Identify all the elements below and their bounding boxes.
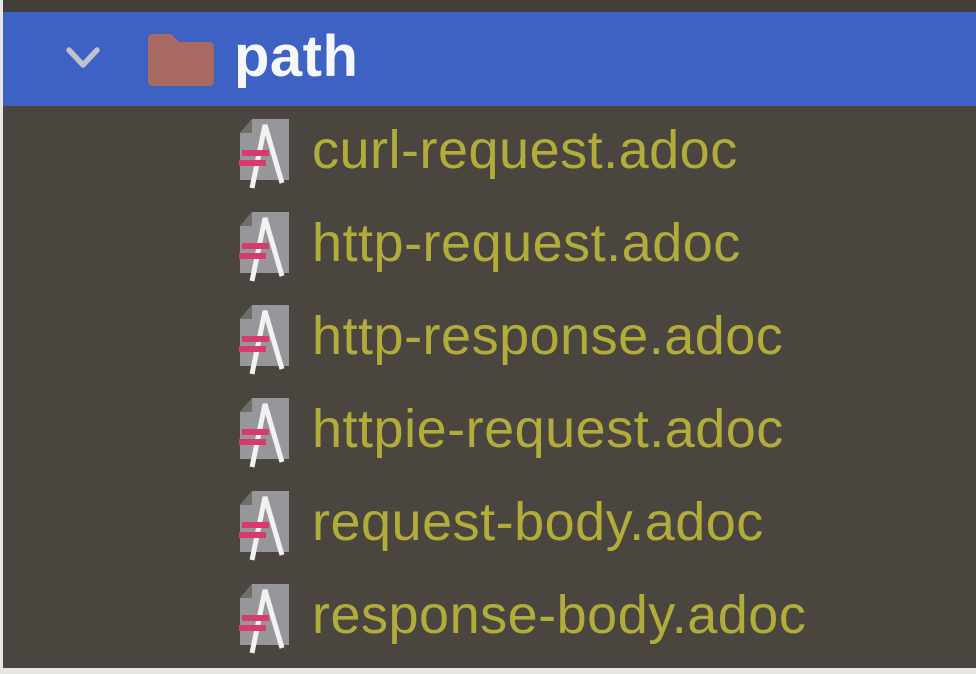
asciidoc-file-icon [234, 581, 294, 655]
file-label: curl-request.adoc [312, 119, 738, 180]
file-label: http-request.adoc [312, 212, 741, 273]
folder-icon [146, 30, 216, 88]
tree-row-file[interactable]: httpie-request.adoc [3, 385, 976, 478]
asciidoc-file-icon [234, 116, 294, 190]
file-label: httpie-request.adoc [312, 398, 784, 459]
tree-row-file[interactable]: http-request.adoc [3, 199, 976, 292]
tree-row-file[interactable]: request-body.adoc [3, 478, 976, 571]
asciidoc-file-icon [234, 209, 294, 283]
tree-row-file[interactable]: curl-request.adoc [3, 106, 976, 199]
asciidoc-file-icon [234, 395, 294, 469]
file-label: request-body.adoc [312, 491, 764, 552]
tree-row-file[interactable]: http-response.adoc [3, 292, 976, 385]
project-tree-panel: path curl-request.adoc http-request.a [3, 0, 976, 668]
tree-row-file[interactable]: response-body.adoc [3, 571, 976, 664]
file-label: http-response.adoc [312, 305, 784, 366]
chevron-down-icon[interactable] [60, 36, 106, 82]
asciidoc-file-icon [234, 488, 294, 562]
folder-label: path [234, 24, 359, 89]
tree-row-folder-path[interactable]: path [3, 12, 976, 106]
panel-top-strip [3, 0, 976, 12]
file-label: response-body.adoc [312, 584, 807, 645]
asciidoc-file-icon [234, 302, 294, 376]
